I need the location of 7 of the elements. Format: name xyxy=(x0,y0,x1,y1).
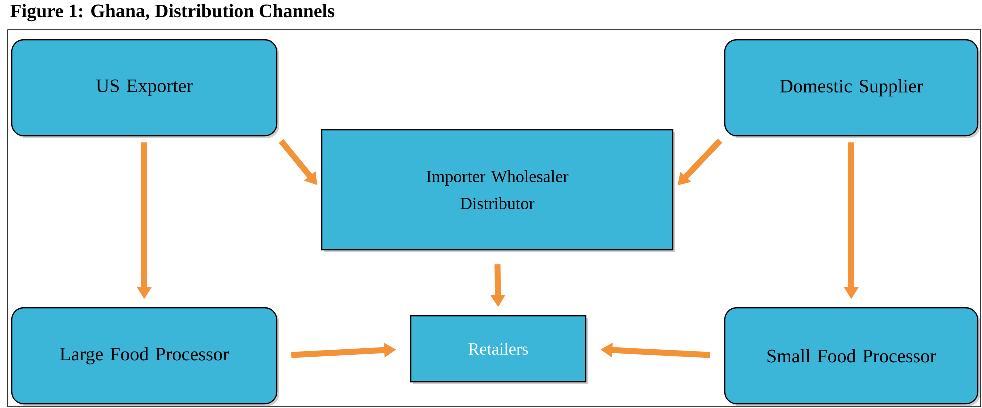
rounded-box: Domestic Supplier xyxy=(724,39,980,138)
process-box: Retailers xyxy=(410,315,588,384)
rounded-box: US Exporter xyxy=(11,39,280,138)
rounded-box: Large Food Processor xyxy=(11,307,280,406)
process-box: Importer Wholesaler Distributor xyxy=(321,129,676,252)
rounded-box: Small Food Processor xyxy=(724,307,980,406)
figure-title: Figure 1: Ghana, Distribution Channels xyxy=(10,4,335,22)
